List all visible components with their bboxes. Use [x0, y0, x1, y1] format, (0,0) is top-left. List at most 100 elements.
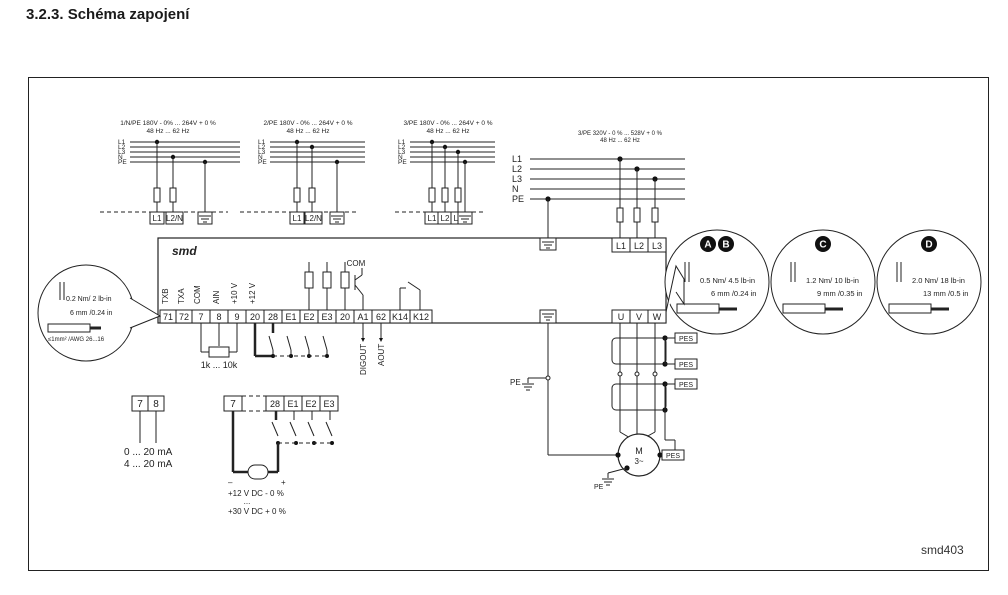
terminal-label-L2/N: L2/N — [305, 214, 322, 223]
pes-label: PES — [679, 336, 693, 343]
current-range-0-20: 0 ... 20 mA — [124, 447, 173, 458]
pe-label: PE — [510, 378, 521, 387]
control-function-label: +12 V — [248, 282, 257, 304]
pullup-resistor — [322, 271, 332, 289]
potentiometer — [208, 346, 230, 358]
switch-contact — [271, 421, 279, 437]
pes-terminal — [674, 378, 698, 390]
ground-icon — [542, 313, 554, 321]
supply-freq-1ph: 48 Hz ... 62 Hz — [147, 128, 190, 135]
control-terminal-label-72: 72 — [179, 312, 189, 322]
line-label-N: N — [258, 154, 263, 161]
badge-label-C: C — [819, 240, 826, 251]
fuse-symbol — [651, 207, 659, 223]
terminal-L1 — [289, 211, 305, 225]
line-label-L3: L3 — [258, 149, 266, 156]
ext-range-low: +12 V DC - 0 % — [228, 489, 284, 498]
pe-wire — [607, 467, 628, 474]
ext-range-high: +30 V DC + 0 % — [228, 507, 286, 516]
switch-junction — [330, 441, 334, 445]
output-label-DIGOUT: DIGOUT — [359, 344, 368, 375]
line-label-hv-L2: L2 — [512, 164, 522, 174]
supply-freq-2ph: 48 Hz ... 62 Hz — [287, 128, 330, 135]
control-terminal-K12 — [409, 309, 433, 324]
terminal-point — [545, 375, 551, 381]
switch-contact — [304, 335, 310, 351]
fuse-symbol — [454, 187, 462, 203]
ext-terminal-label-7: 7 — [230, 399, 236, 410]
line-label-PE: PE — [258, 159, 267, 166]
terminal-L2/N — [304, 211, 323, 225]
ext-ellipsis: ... — [244, 497, 251, 506]
pes-terminal — [674, 332, 698, 344]
ext-terminal-label-28: 28 — [270, 399, 280, 409]
line-label-L3: L3 — [398, 149, 406, 156]
control-terminal-label-20: 20 — [250, 312, 260, 322]
external-supply-source — [247, 464, 269, 480]
ground-icon — [542, 241, 554, 249]
line-label-L1: L1 — [118, 139, 126, 146]
line-label-N: N — [118, 154, 123, 161]
diagram-reference: smd403 — [921, 543, 964, 557]
control-terminal-label-K12: K12 — [413, 312, 429, 322]
control-terminal-label-A1: A1 — [357, 312, 368, 322]
fuse-symbol — [308, 187, 316, 203]
cable-shield — [611, 337, 667, 365]
terminal-L2/N — [165, 211, 184, 225]
line-label-L2: L2 — [118, 144, 126, 151]
wire-insulation — [47, 323, 91, 333]
brand-logo: smd — [172, 244, 197, 258]
strip-spec-C: 9 mm /0.35 in — [817, 289, 862, 298]
terminal-label-L1: L1 — [293, 214, 302, 223]
line-label-L1: L1 — [398, 139, 406, 146]
fuse-symbol — [153, 187, 161, 203]
ground-terminal — [329, 211, 345, 225]
pullup-resistor — [304, 271, 314, 289]
mains-terminal-label-L2: L2 — [634, 241, 644, 251]
supply-spec-hv: 3/PE 320V - 0 % ... 528V + 0 % — [578, 131, 663, 137]
torque-spec-AB: 0.5 Nm/ 4.5 lb-in — [700, 276, 755, 285]
control-function-label: AIN — [212, 290, 221, 304]
terminal-L1 — [149, 211, 165, 225]
section-heading: 3.2.3. Schéma zapojení — [26, 6, 190, 23]
small-strip-spec: 6 mm /0.24 in — [70, 310, 113, 317]
motor-terminal-W — [647, 309, 667, 324]
mains-terminal-label-L3: L3 — [652, 241, 662, 251]
line-label-L2: L2 — [398, 144, 406, 151]
terminal-label-L1: L1 — [153, 214, 162, 223]
badge-label-D: D — [925, 240, 932, 251]
terminal-point — [634, 371, 640, 377]
supply-freq-hv: 48 Hz ... 62 Hz — [600, 138, 640, 144]
control-function-label: TXB — [161, 288, 170, 304]
line-label-hv-PE: PE — [512, 194, 524, 204]
supply-spec-1ph: 1/N/PE 180V - 0% ... 264V + 0 % — [120, 120, 216, 127]
motor-pe-label: PE — [594, 484, 604, 491]
ground-terminal-top — [539, 237, 557, 251]
transistor-com-label: COM — [347, 259, 366, 268]
small-torque-spec: 0.2 Nm/ 2 lb-in — [66, 296, 112, 303]
ext-terminal-label-E1: E1 — [287, 399, 298, 409]
drive-housing — [157, 237, 667, 324]
pullup-resistor — [340, 271, 350, 289]
supply-spec-3ph: 3/PE 180V - 0% ... 264V + 0 % — [403, 120, 492, 127]
line-label-hv-L1: L1 — [512, 154, 522, 164]
badge-label-B: B — [722, 240, 729, 251]
line-label-PE: PE — [398, 159, 407, 166]
fuse-symbol — [633, 207, 641, 223]
ground-icon — [459, 215, 471, 223]
pes-label: PES — [679, 362, 693, 369]
ground-terminal — [457, 211, 473, 225]
motor-pes-junction — [657, 452, 663, 458]
control-terminal-label-E3: E3 — [321, 312, 332, 322]
terminal-label-L1: L1 — [428, 214, 437, 223]
current-terminal-label-7: 7 — [137, 399, 143, 410]
line-label-PE: PE — [118, 159, 127, 166]
motor-phase-label: 3~ — [634, 457, 643, 466]
wire-insulation — [676, 303, 720, 314]
output-arrow-icon — [361, 338, 365, 342]
ext-plus-label: + — [281, 478, 286, 487]
control-terminal-label-E1: E1 — [285, 312, 296, 322]
switch-contact — [268, 335, 274, 351]
pot-range-label: 1k ... 10k — [201, 360, 238, 370]
